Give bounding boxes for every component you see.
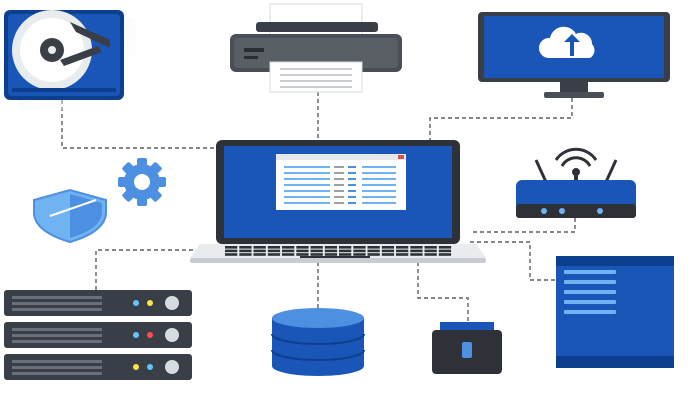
- shield-icon: [33, 188, 107, 244]
- keyboard-key: [239, 246, 252, 249]
- keyboard-key: [282, 246, 295, 249]
- keyboard-key: [282, 249, 295, 253]
- tower-server-icon: [556, 256, 674, 368]
- keyboard-key: [239, 253, 252, 256]
- keyboard-key: [367, 253, 380, 256]
- connector-external-drive: [417, 262, 469, 322]
- keyboard-key: [396, 246, 409, 249]
- keyboard-key: [324, 253, 338, 256]
- keyboard-key: [253, 249, 266, 253]
- keyboard-key: [324, 249, 338, 253]
- laptop-screen-window: [276, 154, 406, 210]
- gear-icon: [118, 158, 166, 206]
- connector-rack: [95, 249, 200, 290]
- database-icon: [271, 308, 365, 376]
- connector-tower: [470, 241, 555, 281]
- keyboard-key: [424, 253, 437, 256]
- keyboard-key: [381, 246, 395, 249]
- keyboard-key: [310, 249, 323, 253]
- keyboard-key: [253, 246, 266, 249]
- laptop-icon: [190, 140, 486, 263]
- rack-unit-3: [4, 354, 192, 380]
- keyboard-key: [410, 253, 423, 256]
- keyboard-key: [410, 246, 423, 249]
- keyboard-key: [424, 249, 437, 253]
- keyboard-key: [267, 246, 281, 249]
- keyboard-key: [296, 253, 309, 256]
- keyboard-key: [239, 249, 252, 253]
- keyboard-key: [396, 249, 409, 253]
- keyboard-key: [225, 249, 238, 253]
- connector-router: [470, 218, 576, 233]
- rack-server-icon: [4, 290, 192, 380]
- keyboard-key: [381, 249, 395, 253]
- connector-monitor: [429, 98, 573, 140]
- keyboard-key: [339, 253, 352, 256]
- connector-lines: [61, 92, 576, 322]
- external-drive-icon: [432, 322, 502, 374]
- keyboard-key: [438, 253, 452, 256]
- keyboard-key: [353, 249, 366, 253]
- laptop-keyboard: [225, 246, 452, 258]
- keyboard-key: [310, 246, 323, 249]
- keyboard-spacebar: [300, 256, 370, 258]
- keyboard-key: [339, 246, 352, 249]
- keyboard-key: [353, 246, 366, 249]
- hard-disk-icon: [4, 10, 136, 110]
- rack-unit-1: [4, 290, 192, 316]
- keyboard-key: [267, 249, 281, 253]
- keyboard-key: [410, 249, 423, 253]
- keyboard-key: [282, 253, 295, 256]
- keyboard-key: [296, 249, 309, 253]
- keyboard-key: [424, 246, 437, 249]
- cloud-upload-icon: [538, 26, 595, 58]
- keyboard-key: [339, 249, 352, 253]
- connector-hard-disk: [61, 100, 218, 149]
- keyboard-key: [324, 246, 338, 249]
- keyboard-key: [296, 246, 309, 249]
- keyboard-key: [225, 246, 238, 249]
- cloud-upload-monitor-icon: [478, 12, 670, 98]
- keyboard-key: [396, 253, 409, 256]
- keyboard-key: [438, 249, 452, 253]
- keyboard-key: [267, 253, 281, 256]
- keyboard-key: [367, 246, 380, 249]
- keyboard-key: [438, 246, 452, 249]
- keyboard-key: [225, 253, 238, 256]
- rack-unit-2: [4, 322, 192, 348]
- keyboard-key: [253, 253, 266, 256]
- keyboard-key: [353, 253, 366, 256]
- keyboard-key: [381, 253, 395, 256]
- keyboard-key: [367, 249, 380, 253]
- printer-icon: [230, 3, 402, 93]
- wifi-router-icon: [516, 147, 636, 218]
- keyboard-key: [310, 253, 323, 256]
